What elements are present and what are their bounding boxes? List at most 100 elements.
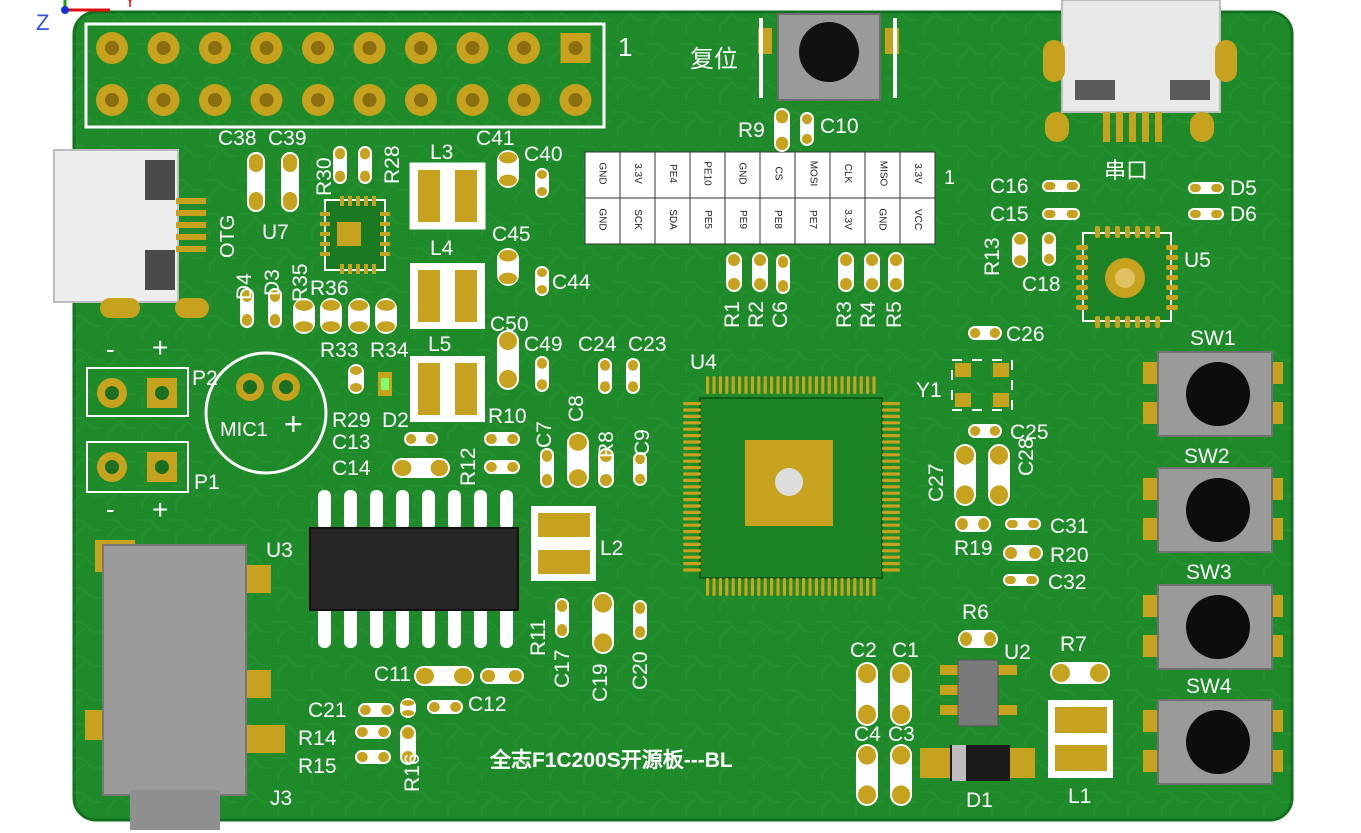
smd-passive [1042, 180, 1080, 192]
designator-r9: R9 [738, 119, 765, 142]
designator-c19: C19 [589, 663, 612, 702]
smd-passive [540, 448, 554, 488]
smd-passive [375, 298, 397, 334]
smd-passive [392, 458, 450, 478]
smd-passive [497, 330, 519, 390]
pin-map-cell: VCC [912, 208, 923, 231]
designator-r34: R34 [370, 339, 409, 362]
p2-minus: - [106, 334, 115, 364]
pin-map-cell: GND [596, 162, 608, 185]
designator-sw3: SW3 [1186, 561, 1232, 584]
designator-d6: D6 [1230, 203, 1257, 226]
smd-passive [633, 600, 647, 640]
pin-map-cell: 3.3V [631, 163, 643, 184]
pin-map-cell: SCK [632, 209, 643, 230]
regulator-U2 [940, 659, 1017, 727]
smd-passive [348, 364, 364, 394]
designator-r6: R6 [962, 601, 989, 624]
pin-map-cell: PE5 [702, 210, 713, 229]
smd-passive [598, 448, 614, 488]
smd-passive [333, 146, 347, 184]
smd-passive [592, 592, 614, 654]
smd-passive [355, 750, 391, 764]
designator-l1: L1 [1068, 785, 1092, 808]
designator-d4: D4 [233, 273, 256, 300]
axis-z-label: Z [36, 10, 50, 35]
pin1-marker-table: 1 [944, 167, 956, 189]
smd-passive [240, 288, 254, 328]
pin-map-cell: MISO [877, 160, 888, 187]
designator-c49: C49 [524, 333, 563, 356]
smd-passive [1012, 232, 1028, 268]
designator-c26: C26 [1006, 323, 1045, 346]
smd-passive [497, 150, 519, 188]
designator-c6: C6 [769, 301, 792, 328]
designator-u3: U3 [266, 539, 293, 562]
designator-c39: C39 [268, 127, 307, 150]
smd-passive [838, 252, 854, 292]
designator-l4: L4 [430, 237, 454, 260]
smd-passive [856, 662, 878, 726]
top-header-pins [96, 32, 592, 116]
connector-P1 [86, 441, 189, 493]
smd-passive [800, 112, 814, 146]
designator-r4: R4 [857, 301, 880, 328]
board-title: 全志F1C200S开源板---BL [490, 749, 733, 772]
designator-r7: R7 [1060, 633, 1087, 656]
smd-passive [958, 630, 998, 648]
inductor-L3 [409, 162, 486, 230]
pin-map-cell: 3.3V [911, 163, 923, 184]
smd-passive [427, 700, 463, 714]
designator-r12: R12 [457, 447, 480, 486]
pin1-marker-header: 1 [618, 32, 633, 62]
designator-c7: C7 [533, 421, 556, 448]
connector-P2 [86, 367, 189, 417]
inductor-L4 [410, 263, 485, 329]
serial-label: 串口 [1104, 158, 1149, 183]
smd-passive [404, 432, 438, 446]
smd-passive [1042, 208, 1080, 220]
smd-passive [1042, 232, 1056, 266]
smd-passive [968, 326, 1002, 340]
designator-r8: R8 [595, 431, 618, 458]
microphone-MIC1 [204, 351, 328, 475]
smd-passive [776, 254, 790, 294]
smd-passive [400, 698, 416, 718]
audio-jack-J3[interactable] [85, 540, 285, 830]
designator-r19: R19 [954, 537, 993, 560]
smd-passive [1003, 574, 1039, 586]
designator-c27: C27 [925, 463, 948, 502]
pin-map-cell: GND [876, 208, 888, 231]
switch-sw4[interactable] [1143, 699, 1283, 785]
pin-map-cell: CS [772, 166, 783, 181]
p2-plus: + [152, 332, 169, 363]
switch-sw3[interactable] [1143, 584, 1283, 670]
smd-passive [626, 358, 640, 394]
switch-sw2[interactable] [1143, 467, 1283, 553]
designator-r13: R13 [981, 237, 1004, 276]
designator-d2: D2 [382, 409, 409, 432]
smd-passive [358, 146, 372, 184]
designator-r29: R29 [332, 409, 371, 432]
chip-U5 [1076, 226, 1178, 328]
smd-passive [293, 298, 315, 334]
smd-passive [358, 703, 394, 717]
chip-U7 [320, 196, 390, 274]
crystal-Y1 [951, 359, 1013, 411]
designator-u5: U5 [1184, 249, 1211, 272]
designator-c25: C25 [1010, 421, 1049, 444]
pin-map-cell: MOSI [807, 160, 818, 187]
smd-passive [598, 358, 612, 394]
designator-j3: J3 [270, 787, 293, 810]
smd-passive [955, 516, 991, 532]
designator-c12: C12 [468, 693, 507, 716]
switch-sw1[interactable] [1143, 351, 1283, 437]
designator-c21: C21 [308, 699, 347, 722]
smd-passive [320, 298, 342, 334]
smd-passive [890, 662, 912, 726]
smd-passive [484, 460, 520, 474]
smd-passive [281, 152, 299, 212]
designator-c14: C14 [332, 457, 371, 480]
soc-U4 [683, 376, 900, 596]
designator-c2: C2 [850, 639, 877, 662]
